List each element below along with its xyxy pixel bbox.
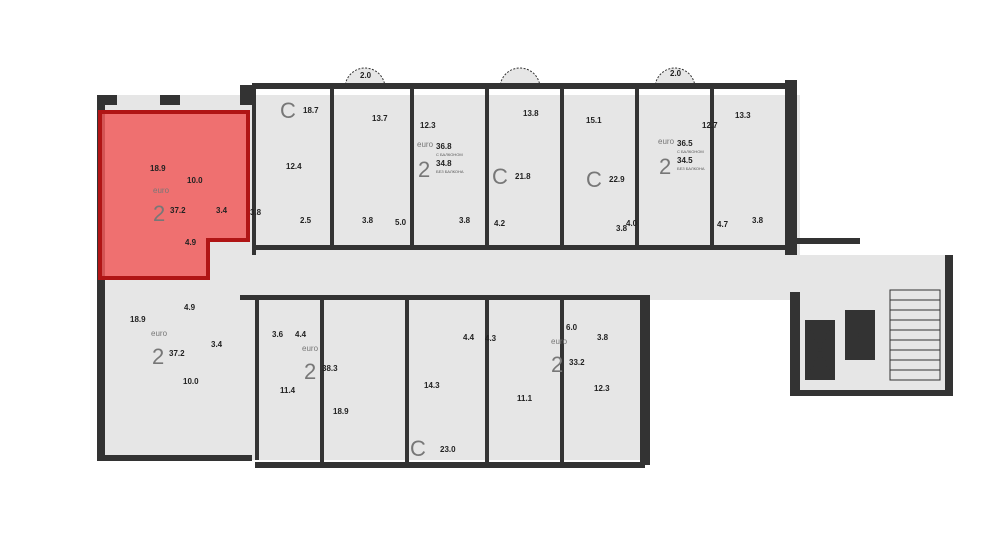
room-area: 4.7 (717, 220, 729, 229)
room-count: 2 (304, 359, 316, 384)
room-area: 5.0 (395, 218, 407, 227)
stairs-icon (889, 289, 941, 381)
room-area: 14.3 (424, 381, 440, 390)
room-area: 12.3 (594, 384, 610, 393)
room-area: 3.4 (211, 340, 223, 349)
room-area: 4.9 (184, 303, 196, 312)
room-count: 2 (418, 157, 430, 182)
total-area: 37.2 (170, 206, 186, 215)
studio-label: C (410, 436, 426, 461)
room-area: 18.9 (333, 407, 349, 416)
room-count: 2 (551, 352, 563, 377)
apartment-a4[interactable]: 13.8 C 21.8 4.2 (492, 109, 539, 228)
room-count: 2 (659, 154, 671, 179)
euro-label: euro (658, 137, 675, 146)
total-area: 22.9 (609, 175, 625, 184)
room-area: 15.1 (586, 116, 602, 125)
euro-label: euro (551, 337, 568, 346)
room-area: 4.4 (295, 330, 307, 339)
without-balcony-label: БЕЗ БАЛКОНА (436, 169, 464, 174)
room-area: 4.4 (463, 333, 475, 342)
euro-label: euro (151, 329, 168, 338)
room-area: 4.3 (485, 334, 497, 343)
elevator-icon (807, 312, 873, 378)
total-area: 33.2 (569, 358, 585, 367)
euro-label: euro (153, 186, 170, 195)
apartment-b1[interactable]: 4.9 18.9 euro 2 37.2 3.4 10.0 (130, 303, 223, 386)
room-area: 3.8 (250, 208, 262, 217)
room-area: 12.3 (420, 121, 436, 130)
apartment-b2[interactable]: 3.6 4.4 euro 2 38.3 11.4 18.9 (272, 330, 349, 416)
area-without-balcony: 34.8 (436, 159, 452, 168)
room-area: 12.4 (286, 162, 302, 171)
area-with-balcony: 36.8 (436, 142, 452, 151)
balcony-area: 2.0 (360, 71, 372, 80)
room-area: 3.8 (616, 224, 628, 233)
apartment-b4[interactable]: 6.0 3.8 euro 2 33.2 11.1 12.3 (517, 323, 610, 403)
room-area: 3.4 (216, 206, 228, 215)
apartment-b3[interactable]: 4.4 4.3 14.3 C 23.0 (410, 333, 497, 461)
apartment-selected[interactable] (98, 110, 250, 280)
room-area: 10.0 (183, 377, 199, 386)
room-area: 4.2 (494, 219, 506, 228)
with-balcony-label: С БАЛКОНОМ (677, 149, 704, 154)
room-area: 18.9 (150, 164, 166, 173)
floor-background (100, 67, 950, 460)
room-area: 3.8 (752, 216, 764, 225)
room-area: 10.0 (187, 176, 203, 185)
room-area: 4.9 (185, 238, 197, 247)
balcony-area: 2.0 (670, 69, 682, 78)
total-area: 18.7 (303, 106, 319, 115)
apartment-a1[interactable]: 18.9 10.0 euro 2 37.2 3.4 4.9 (150, 164, 228, 247)
apartment-a2[interactable]: C 18.7 12.4 3.8 2.5 (250, 98, 319, 225)
area-with-balcony: 36.5 (677, 139, 693, 148)
room-area: 4.0 (626, 219, 638, 228)
room-count: 2 (153, 201, 165, 226)
euro-label: euro (417, 140, 434, 149)
apartment-a3[interactable]: 2.0 13.7 12.3 euro 2 36.8 С БАЛКОНОМ 34.… (360, 71, 471, 227)
room-area: 3.8 (597, 333, 609, 342)
room-area: 3.6 (272, 330, 284, 339)
total-area: 21.8 (515, 172, 531, 181)
studio-label: C (280, 98, 296, 123)
studio-label: C (492, 164, 508, 189)
area-without-balcony: 34.5 (677, 156, 693, 165)
studio-label: C (586, 167, 602, 192)
room-area: 13.7 (372, 114, 388, 123)
room-area: 3.8 (362, 216, 374, 225)
room-area: 18.9 (130, 315, 146, 324)
room-count: 2 (152, 344, 164, 369)
without-balcony-label: БЕЗ БАЛКОНА (677, 166, 705, 171)
room-area: 11.4 (280, 386, 296, 395)
room-area: 6.0 (566, 323, 578, 332)
room-area: 3.8 (459, 216, 471, 225)
room-area: 13.3 (735, 111, 751, 120)
room-area: 2.5 (300, 216, 312, 225)
room-area: 12.7 (702, 121, 718, 130)
euro-label: euro (302, 344, 319, 353)
total-area: 38.3 (322, 364, 338, 373)
total-area: 23.0 (440, 445, 456, 454)
with-balcony-label: С БАЛКОНОМ (436, 152, 463, 157)
apartment-a6[interactable]: 2.0 12.7 euro 2 36.5 С БАЛКОНОМ 34.5 БЕЗ… (626, 69, 729, 229)
apartment-a5[interactable]: 15.1 C 22.9 3.8 (586, 116, 628, 233)
room-area: 13.8 (523, 109, 539, 118)
total-area: 37.2 (169, 349, 185, 358)
room-area: 11.1 (517, 394, 533, 403)
apartment-a7[interactable]: 13.3 3.8 (735, 111, 764, 225)
